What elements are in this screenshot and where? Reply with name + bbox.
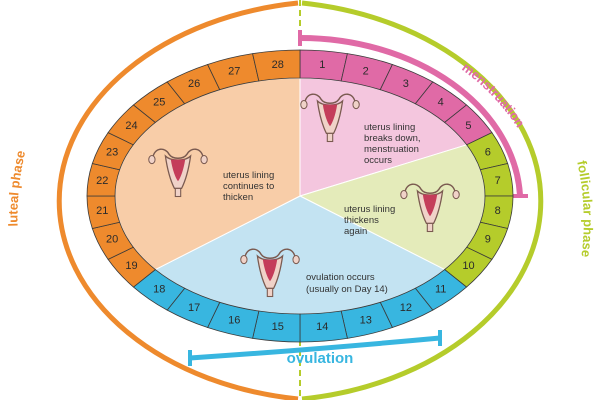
day-ring: 1234567891011121314151617181920212223242…: [86, 49, 514, 343]
day-label-16: 16: [228, 315, 240, 327]
day-label-12: 12: [400, 302, 412, 314]
descOvl-line: (usually on Day 14): [306, 284, 388, 295]
descMenst-line: breaks down,: [364, 133, 421, 144]
luteal-outer-arc: [56, 0, 299, 400]
follicular-phase-label: follicular phase: [574, 159, 596, 258]
ovulation-bracket: [189, 335, 441, 361]
descMenst-line: menstruation: [364, 144, 419, 155]
day-label-8: 8: [495, 205, 501, 217]
descMenst-line: uterus lining: [364, 122, 415, 133]
ovulation-description: ovulation occurs(usually on Day 14): [306, 272, 388, 295]
descLuteal-line: uterus lining: [223, 170, 274, 181]
menstruation-bracket: [299, 34, 523, 196]
day-label-22: 22: [96, 175, 108, 187]
day-label-20: 20: [106, 234, 118, 246]
day-label-25: 25: [153, 97, 165, 109]
descFoll-line: uterus lining: [344, 204, 395, 215]
day-label-4: 4: [438, 97, 444, 109]
descMenst-line: occurs: [364, 155, 392, 166]
day-label-14: 14: [316, 321, 328, 333]
descFoll-line: thickens: [344, 215, 379, 226]
ovulation-label: ovulation: [287, 350, 354, 367]
day-label-6: 6: [485, 146, 491, 158]
day-label-9: 9: [485, 234, 491, 246]
descLuteal-line: thicken: [223, 192, 253, 203]
day-label-17: 17: [188, 302, 200, 314]
day-label-15: 15: [272, 321, 284, 333]
day-label-23: 23: [106, 146, 118, 158]
luteal-phase-label: luteal phase: [5, 149, 28, 227]
day-label-3: 3: [403, 78, 409, 90]
day-label-24: 24: [125, 120, 137, 132]
day-label-10: 10: [462, 260, 474, 272]
day-label-7: 7: [495, 175, 501, 187]
day-label-28: 28: [272, 59, 284, 71]
day-label-26: 26: [188, 78, 200, 90]
day-label-1: 1: [319, 59, 325, 71]
descLuteal-line: continues to: [223, 181, 274, 192]
follicular-outer-arc: [301, 0, 544, 400]
day-label-27: 27: [228, 65, 240, 77]
day-label-11: 11: [435, 283, 446, 295]
day-label-5: 5: [465, 120, 471, 132]
day-label-19: 19: [125, 260, 137, 272]
descOvl-line: ovulation occurs: [306, 272, 375, 283]
day-label-13: 13: [360, 315, 372, 327]
descFoll-line: again: [344, 226, 367, 237]
day-label-21: 21: [96, 205, 108, 217]
day-segment-28: [252, 49, 301, 82]
day-label-18: 18: [153, 283, 165, 295]
day-label-2: 2: [363, 65, 369, 77]
